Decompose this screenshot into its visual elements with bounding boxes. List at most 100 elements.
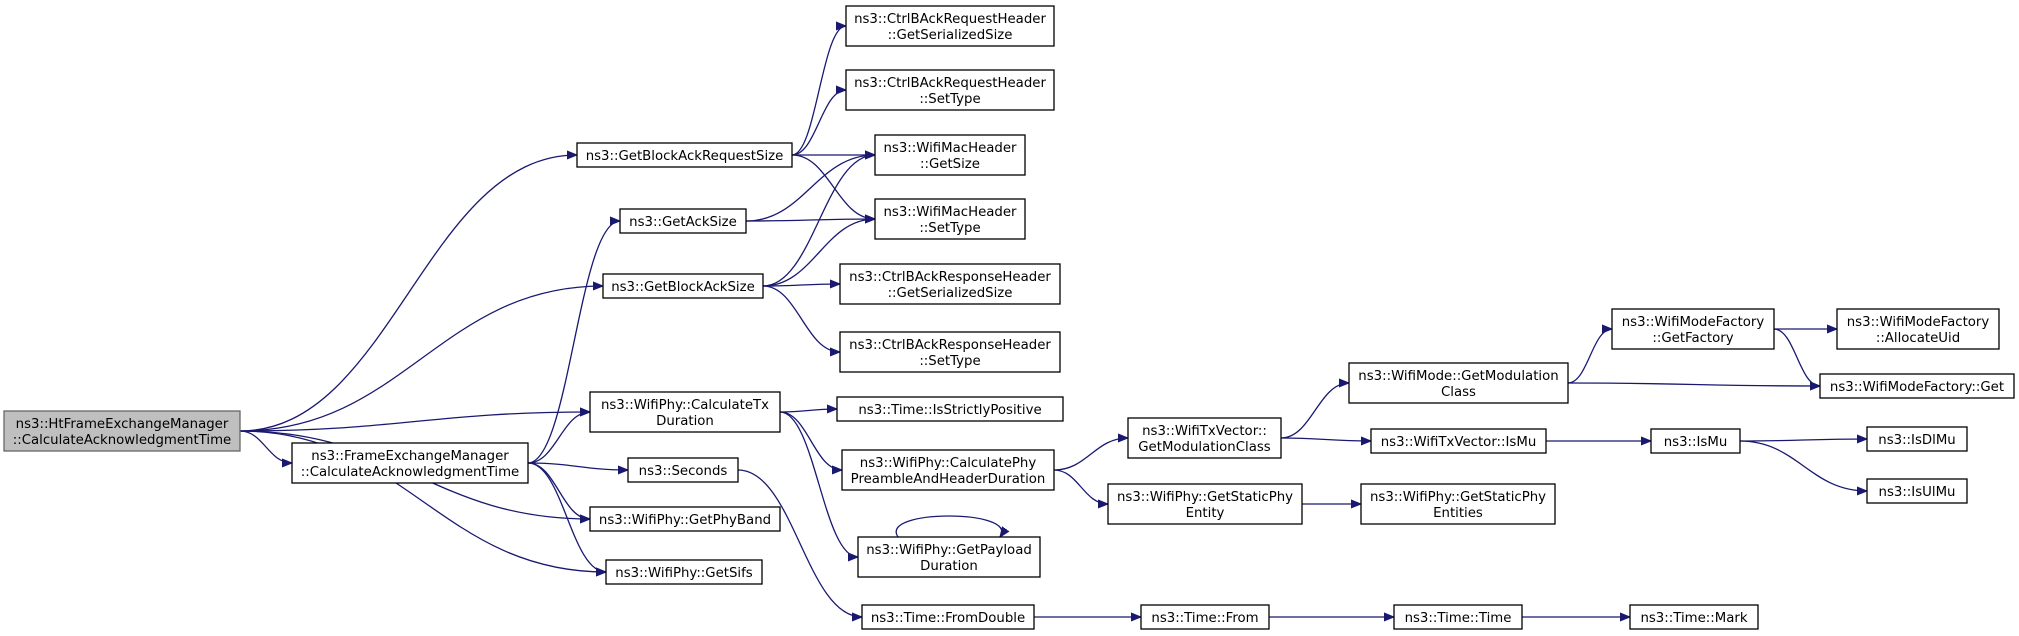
node-label: Entity [1186,506,1225,521]
function-node[interactable]: ns3::IsMu [1650,428,1741,454]
node-label: ns3::Time::Time [1405,611,1512,626]
node-label: ns3::GetAckSize [629,215,737,230]
node-box [605,559,763,585]
node-label: ns3::GetBlockAckSize [611,280,755,295]
function-node[interactable]: ns3::GetBlockAckSize [602,273,764,299]
call-edge [1053,469,1109,504]
node-label: ::GetSerializedSize [888,286,1013,301]
node-box [576,142,793,168]
node-label: ::GetFactory [1652,331,1733,346]
node-label: ns3::WifiPhy::CalculateTx [601,398,769,413]
node-label: ns3::Time::Mark [1640,611,1747,626]
node-box [874,134,1026,176]
node-box [619,208,747,234]
function-node[interactable]: ns3::GetAckSize [619,208,747,234]
node-label: ns3::WifiPhy::GetStaticPhy [1370,490,1546,505]
call-edge [762,284,840,286]
node-label: ::SetType [919,92,980,107]
node-box [1611,308,1775,350]
call-edge [745,219,875,221]
node-label: ns3::WifiModeFactory [1847,315,1990,330]
function-node[interactable]: ns3::WifiMode::GetModulationClass [1348,362,1569,404]
call-edge [791,26,847,156]
call-edge [527,462,607,572]
node-box [589,506,781,532]
node-label: ns3::IsUlMu [1879,485,1956,500]
node-box [1866,426,1968,452]
call-edge [895,515,1002,537]
call-edge [527,462,591,519]
function-node[interactable]: ns3::Time::IsStrictlyPositive [836,396,1064,422]
function-node[interactable]: ns3::IsDlMu [1866,426,1968,452]
call-edge [1567,383,1820,386]
call-edge [239,430,293,463]
node-label: ns3::IsMu [1664,435,1728,450]
function-node[interactable]: ns3::Time::Time [1393,604,1523,630]
function-node[interactable]: ns3::WifiModeFactory::GetFactory [1611,308,1775,350]
node-box [627,457,739,483]
node-box [291,442,529,484]
node-box [1629,604,1759,630]
call-edge [239,430,606,572]
node-box [841,449,1055,491]
node-label: ns3::Time::IsStrictlyPositive [858,403,1041,418]
node-box [836,396,1064,422]
nodes-layer: ns3::HtFrameExchangeManager::CalculateAc… [3,5,2015,630]
node-label: ns3::WifiPhy::CalculatePhy [860,456,1037,471]
function-node[interactable]: ns3::Time::FromDouble [861,604,1035,630]
call-edge [737,469,862,617]
function-node[interactable]: ns3::WifiTxVector::GetModulationClass [1127,417,1282,459]
function-node[interactable]: ns3::GetBlockAckRequestSize [576,142,793,168]
function-node[interactable]: ns3::WifiMacHeader::GetSize [874,134,1026,176]
function-node[interactable]: ns3::HtFrameExchangeManager::CalculateAc… [3,410,241,452]
call-edge [745,155,875,222]
node-label: ns3::CtrlBAckResponseHeader [849,338,1051,353]
call-edge [239,412,590,432]
function-node[interactable]: ns3::WifiModeFactory::Get [1819,373,2015,399]
node-box [1370,428,1547,454]
function-node[interactable]: ns3::IsUlMu [1866,478,1968,504]
node-label: ns3::WifiPhy::GetPayload [866,543,1032,558]
function-node[interactable]: ns3::WifiPhy::GetSifs [605,559,763,585]
node-label: ns3::HtFrameExchangeManager [16,417,229,432]
call-edge [762,219,875,287]
node-label: ns3::WifiMacHeader [883,205,1017,220]
node-box [1836,308,2000,350]
call-edge [791,154,875,219]
function-node[interactable]: ns3::CtrlBAckRequestHeader::GetSerialize… [845,5,1055,47]
function-node[interactable]: ns3::WifiMacHeader::SetType [874,198,1026,240]
node-box [845,69,1055,111]
node-label: ns3::WifiTxVector::IsMu [1381,435,1537,450]
node-label: ::SetType [919,221,980,236]
node-box [861,604,1035,630]
function-node[interactable]: ns3::WifiPhy::CalculatePhyPreambleAndHea… [841,449,1055,491]
call-edge [1739,439,1867,441]
node-label: Duration [920,559,978,574]
function-node[interactable]: ns3::WifiTxVector::IsMu [1370,428,1547,454]
node-box [1650,428,1741,454]
node-label: ns3::IsDlMu [1878,433,1955,448]
node-label: ns3::WifiPhy::GetPhyBand [599,513,771,528]
node-box [857,536,1041,578]
function-node[interactable]: ns3::WifiModeFactory::AllocateUid [1836,308,2000,350]
function-node[interactable]: ns3::Time::From [1140,604,1270,630]
function-node[interactable]: ns3::CtrlBAckResponseHeader::SetType [839,331,1061,373]
node-box [839,263,1061,305]
function-node[interactable]: ns3::FrameExchangeManager::CalculateAckn… [291,442,529,484]
node-label: GetModulationClass [1138,440,1271,455]
function-node[interactable]: ns3::Seconds [627,457,739,483]
function-node[interactable]: ns3::Time::Mark [1629,604,1759,630]
node-label: ns3::WifiMode::GetModulation [1358,369,1558,384]
call-edge [527,412,591,464]
function-node[interactable]: ns3::WifiPhy::GetPhyBand [589,506,781,532]
function-node[interactable]: ns3::CtrlBAckResponseHeader::GetSerializ… [839,263,1061,305]
node-label: PreambleAndHeaderDuration [851,472,1046,487]
function-node[interactable]: ns3::CtrlBAckRequestHeader::SetType [845,69,1055,111]
node-label: ns3::GetBlockAckRequestSize [586,149,784,164]
node-label: ns3::WifiModeFactory [1622,315,1765,330]
